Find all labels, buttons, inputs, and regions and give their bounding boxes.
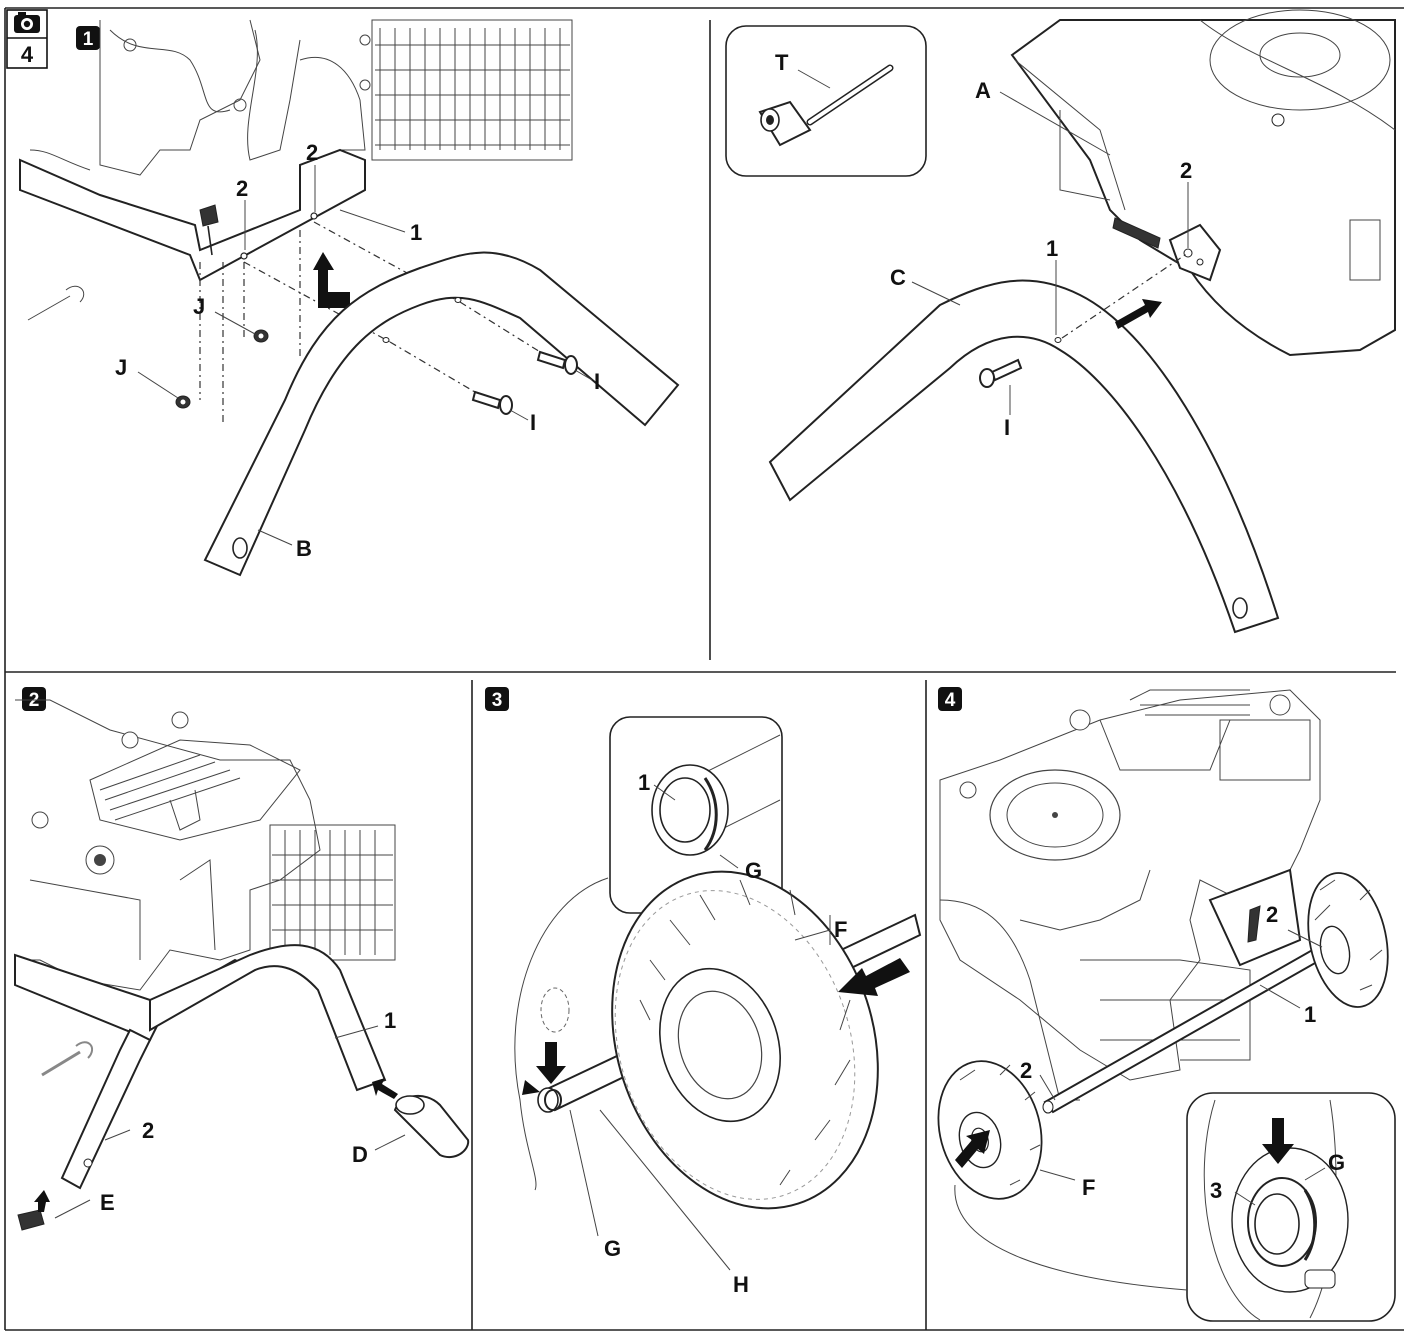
callout-2: 2: [1266, 902, 1278, 927]
up-arrow-icon: [313, 252, 350, 308]
leg-2: [60, 1028, 152, 1190]
step-number: 3: [492, 690, 503, 711]
wheel-right: [1307, 872, 1389, 1008]
step-number: 4: [945, 690, 956, 711]
panel-frame: [4, 7, 1404, 1331]
callout-2: 2: [236, 176, 248, 201]
callout-3: 3: [1210, 1178, 1222, 1203]
callout-d: D: [352, 1142, 368, 1167]
callout-j: J: [193, 294, 205, 319]
callout-2: 2: [306, 140, 318, 165]
step-badge-2: 2: [22, 687, 46, 711]
callout-g: G: [1328, 1150, 1345, 1175]
machine-sketch: [939, 689, 1321, 1101]
panel-1a-leg-b: 2 2 1 J J I I B: [19, 19, 680, 577]
bracket-plate: [14, 953, 258, 1042]
retaining-clip-inset: [1186, 1092, 1396, 1322]
callout-2: 2: [1180, 158, 1192, 183]
bolt-i: [979, 358, 1023, 388]
callout-1: 1: [638, 770, 650, 795]
callout-f: F: [834, 917, 847, 942]
axle: [1043, 938, 1340, 1114]
down-arrow-icon: [536, 1042, 566, 1084]
wheel-f: [611, 870, 879, 1210]
tool-inset: [725, 25, 927, 177]
figure-badge: 4: [6, 9, 48, 69]
retaining-clip-inset: [609, 716, 783, 914]
foot-cap-d: [393, 1095, 470, 1159]
engine-sketch: [29, 19, 573, 176]
air-filter-cage: [371, 19, 573, 161]
panel-4-wheels-mounted: 2 1 2 F G 3: [937, 689, 1396, 1322]
panel-2-feet: 1 2 D E: [14, 699, 470, 1231]
bolt-i-upper: [536, 350, 578, 375]
callout-i: I: [594, 369, 600, 394]
callout-f: F: [1082, 1175, 1095, 1200]
callout-2: 2: [1020, 1058, 1032, 1083]
step-badge-1: 1: [76, 26, 100, 50]
step-badge-3: 3: [485, 687, 509, 711]
down-arrow-icon: [1262, 1118, 1294, 1164]
arrow-icon: [34, 1190, 50, 1212]
arrow-tip-icon: [522, 1080, 540, 1095]
leg-1: [149, 944, 387, 1092]
callout-2: 2: [142, 1118, 154, 1143]
callout-t: T: [775, 50, 789, 75]
callout-g: G: [604, 1236, 621, 1261]
arrow-icon: [372, 1078, 398, 1099]
callout-i: I: [530, 410, 536, 435]
engine-sketch: [15, 699, 396, 1077]
push-arrow-icon: [838, 958, 910, 996]
callout-g: G: [745, 858, 762, 883]
air-filter-cage: [269, 824, 396, 961]
callout-1: 1: [384, 1008, 396, 1033]
callout-1: 1: [1046, 236, 1058, 261]
nut-j-lower: [175, 395, 191, 409]
callout-h: H: [733, 1272, 749, 1297]
wrench-icon: [27, 285, 85, 321]
bolt-i-lower: [471, 390, 513, 415]
callout-1: 1: [1304, 1002, 1316, 1027]
camera-icon: [14, 12, 40, 33]
step-badge-4: 4: [938, 687, 962, 711]
callout-1: 1: [410, 220, 422, 245]
push-arrow-icon: [1115, 299, 1162, 329]
push-arrow-icon: [955, 1130, 990, 1168]
nut-j-upper: [253, 329, 269, 343]
cap-e: [17, 1209, 45, 1231]
callout-e: E: [100, 1190, 115, 1215]
panel-3-wheel: 1 G F G H: [514, 716, 922, 1297]
leg-c: [768, 279, 1280, 634]
callout-b: B: [296, 536, 312, 561]
figure-number: 4: [21, 42, 34, 67]
callout-j: J: [115, 355, 127, 380]
chute-housing: [1010, 9, 1396, 357]
callout-i: I: [1004, 415, 1010, 440]
panel-1b-leg-c: T A 2 1 C I: [725, 9, 1396, 634]
callout-c: C: [890, 265, 906, 290]
wrench-icon: [41, 1041, 94, 1077]
step-number: 1: [83, 29, 94, 50]
socket-wrench-icon: [758, 64, 894, 147]
leg-b: [203, 251, 680, 577]
callout-a: A: [975, 78, 991, 103]
